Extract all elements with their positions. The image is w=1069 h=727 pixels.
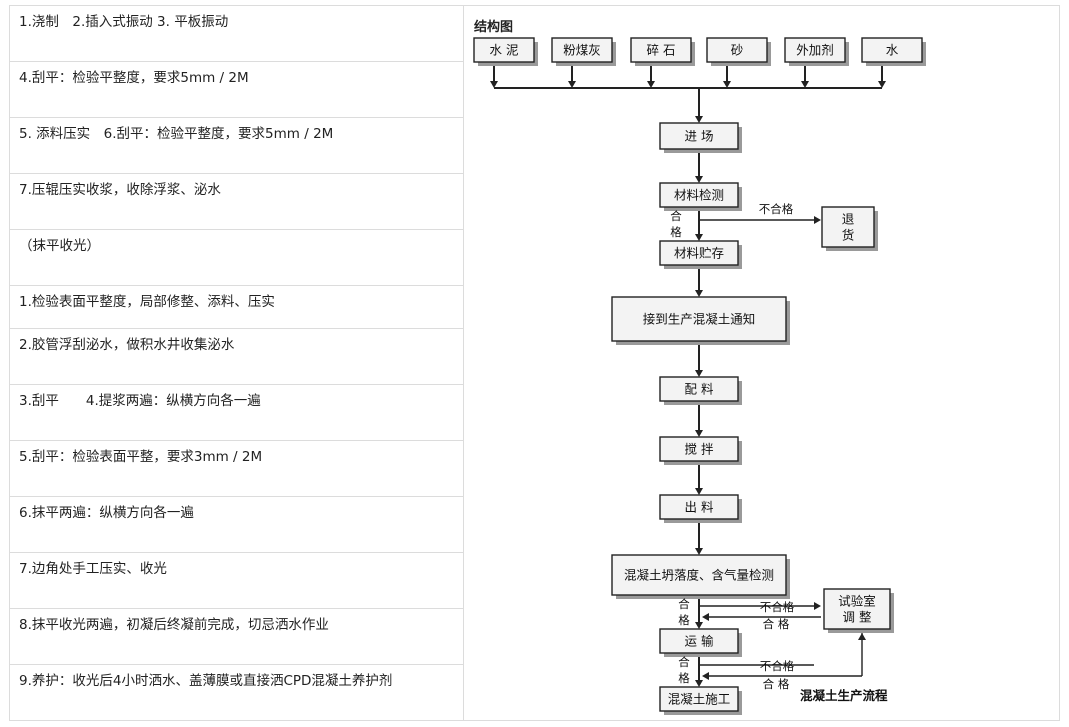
- batch-box: [659, 376, 739, 402]
- step-row: 7.边角处手工压实、收光: [10, 553, 463, 609]
- material-box: [706, 37, 768, 63]
- arrow-head: [695, 234, 703, 241]
- inspect-box: [659, 182, 739, 208]
- discharge-box: [659, 494, 739, 520]
- step-row: （抹平收光）: [10, 230, 463, 286]
- diagram-caption: 混凝土生产流程: [800, 688, 888, 703]
- batch-box-label: 配 料: [685, 382, 714, 397]
- arrow-head: [814, 602, 821, 610]
- pass-label-1: 合格: [670, 209, 682, 239]
- arrow-head: [858, 633, 866, 640]
- arrow-head: [723, 81, 731, 88]
- material-box: [784, 37, 846, 63]
- lab-box-label: 试验室调 整: [838, 594, 876, 625]
- step-row: 5. 添料压实 6.刮平：检验平整度，要求5mm / 2M: [10, 118, 463, 174]
- slump-box-label: 混凝土坍落度、含气量检测: [624, 568, 774, 583]
- material-box: [630, 37, 692, 63]
- entry-box-label: 进 场: [685, 129, 714, 144]
- arrow-head: [695, 548, 703, 555]
- step-row: 6.抹平两遍：纵横方向各一遍: [10, 497, 463, 553]
- material-box: [861, 37, 923, 63]
- arrow-head: [801, 81, 809, 88]
- placing-box: [659, 686, 739, 712]
- pass-label-3: 合格: [678, 655, 690, 685]
- step-row: 2.胶管浮刮泌水，做积水井收集泌水: [10, 329, 463, 385]
- step-row: 8.抹平收光两遍，初凝后终凝前完成，切忌洒水作业: [10, 609, 463, 665]
- arrow-head: [702, 613, 709, 621]
- arrow-head: [695, 176, 703, 183]
- arrow-head: [647, 81, 655, 88]
- reject-box-label: 退货: [842, 212, 855, 243]
- pass-inline-label-2: 合 格: [763, 677, 790, 691]
- arrow-head: [878, 81, 886, 88]
- discharge-box-label: 出 料: [685, 500, 714, 515]
- step-row: 3.刮平 4.提浆两遍：纵横方向各一遍: [10, 385, 463, 441]
- arrow-head: [695, 430, 703, 437]
- mix-box-label: 搅 拌: [685, 442, 714, 457]
- notice-box-label: 接到生产混凝土通知: [643, 312, 756, 327]
- steps-table: 1.浇制 2.插入式振动 3. 平板振动 4.刮平：检验平整度，要求5mm / …: [9, 5, 463, 721]
- flowchart: 水 泥粉煤灰碎 石砂外加剂水进 场材料检测不合格退货合格材料贮存接到生产混凝土通…: [473, 37, 926, 715]
- arrow-head: [695, 116, 703, 123]
- lab-box: [823, 588, 891, 630]
- diagram-heading: 结构图: [474, 20, 514, 35]
- material-box-label: 外加剂: [796, 43, 834, 58]
- step-row: 9.养护：收光后4小时洒水、盖薄膜或直接洒CPD混凝土养护剂: [19, 673, 393, 689]
- step-row: 1.检验表面平整度，局部修整、添料、压实: [10, 286, 463, 329]
- material-box-label: 水 泥: [490, 43, 519, 58]
- fail-label-3: 不合格: [760, 659, 795, 673]
- step-row: 4.刮平：检验平整度，要求5mm / 2M: [10, 62, 463, 118]
- material-box: [473, 37, 535, 63]
- pass-inline-label-1: 合 格: [763, 617, 790, 631]
- fail-label-1: 不合格: [759, 202, 794, 216]
- store-box: [659, 240, 739, 266]
- arrow-head: [568, 81, 576, 88]
- transport-box-label: 运 输: [685, 634, 714, 649]
- reject-box: [821, 206, 875, 248]
- entry-box: [659, 122, 739, 150]
- arrow-head: [695, 622, 703, 629]
- slump-box: [611, 554, 787, 596]
- arrow-head: [814, 216, 821, 224]
- mix-box: [659, 436, 739, 462]
- fail-label-2: 不合格: [760, 600, 795, 614]
- material-box-label: 碎 石: [647, 43, 676, 58]
- placing-box-label: 混凝土施工: [668, 692, 731, 707]
- material-box-label: 水: [886, 43, 899, 58]
- pass-label-2: 合格: [678, 597, 690, 627]
- arrow-head: [695, 370, 703, 377]
- material-box: [551, 37, 613, 63]
- arrow-head: [695, 290, 703, 297]
- step-row: 5.刮平：检验表面平整，要求3mm / 2M: [10, 441, 463, 497]
- store-box-label: 材料贮存: [674, 246, 724, 261]
- step-row: 7.压辊压实收浆，收除浮浆、泌水: [10, 174, 463, 230]
- material-box-label: 砂: [731, 43, 744, 58]
- arrow-head: [702, 672, 709, 680]
- transport-box: [659, 628, 739, 654]
- material-box-label: 粉煤灰: [563, 43, 601, 58]
- diagram-panel: 结构图 水 泥粉煤灰碎 石砂外加剂水进 场材料检测不合格退货合格材料贮存接到生产…: [463, 5, 1060, 721]
- arrow-head: [695, 680, 703, 687]
- step-row: 1.浇制 2.插入式振动 3. 平板振动: [10, 6, 463, 62]
- notice-box: [611, 296, 787, 342]
- arrow-head: [695, 488, 703, 495]
- arrow-head: [490, 81, 498, 88]
- inspect-box-label: 材料检测: [674, 188, 724, 203]
